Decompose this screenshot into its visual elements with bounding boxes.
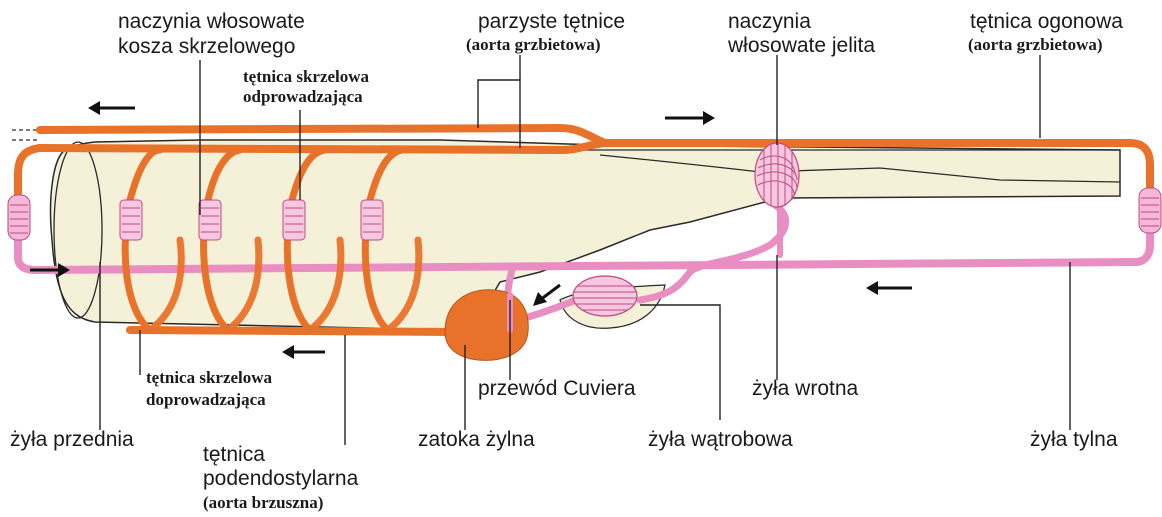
label-gill-capillaries: naczynia włosowate kosza skrzelowego bbox=[118, 10, 311, 58]
label-anterior-vein: żyła przednia bbox=[10, 428, 134, 451]
label-hepatic-vein: żyła wątrobowa bbox=[648, 428, 793, 451]
label-tail-artery-sub: (aorta grzbietowa) bbox=[968, 35, 1103, 54]
liver-capillaries bbox=[573, 276, 637, 316]
arrow-down-cuvier bbox=[533, 285, 560, 306]
label-cuvier-duct: przewód Cuviera bbox=[478, 377, 636, 400]
label-efferent-gill-artery: tętnica skrzelowa odprowadzająca bbox=[243, 67, 373, 106]
label-afferent-gill-artery: tętnica skrzelowa doprowadzająca bbox=[146, 368, 276, 409]
arrow-right-top bbox=[665, 111, 715, 125]
label-subendostyle-artery-sub: (aorta brzuszna) bbox=[203, 493, 323, 512]
label-portal-vein: żyła wrotna bbox=[752, 377, 859, 400]
label-tail-artery: tętnica ogonowa bbox=[970, 10, 1123, 33]
label-sinus-venosus: zatoka żylna bbox=[418, 428, 535, 451]
label-paired-arteries: parzyste tętnice bbox=[478, 10, 625, 33]
tail-capillaries bbox=[1139, 188, 1161, 233]
sinus-venosus bbox=[445, 290, 528, 361]
label-subendostyle-artery: tętnica podendostylarna bbox=[203, 443, 359, 490]
label-posterior-vein: żyła tylna bbox=[1030, 428, 1118, 451]
label-paired-arteries-sub: (aorta grzbietowa) bbox=[466, 35, 601, 54]
label-gut-capillaries: naczynia włosowate jelita bbox=[727, 10, 875, 57]
arrow-left-top bbox=[88, 101, 135, 115]
ventral-aorta bbox=[130, 330, 455, 332]
gut-capillaries bbox=[755, 143, 799, 207]
arrow-left-bottom bbox=[282, 345, 325, 359]
arrow-left-ventral bbox=[866, 281, 912, 295]
front-capillaries bbox=[8, 195, 30, 240]
